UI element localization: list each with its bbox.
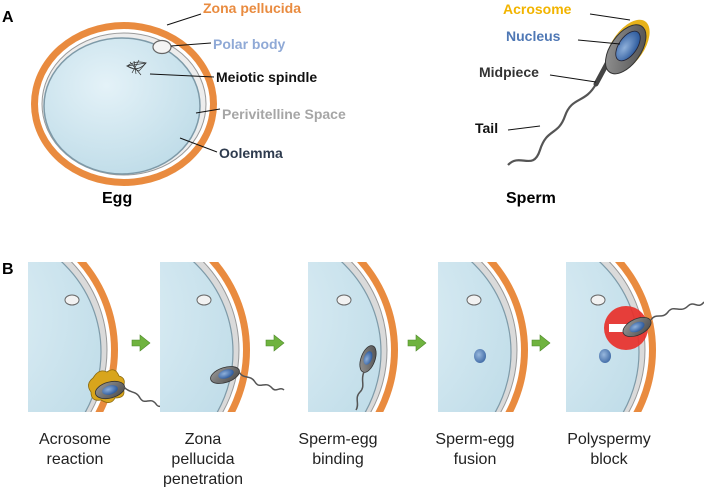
label-midpiece: Midpiece — [479, 64, 539, 80]
label-nucleus: Nucleus — [506, 28, 561, 44]
step-acrosome-reaction — [28, 262, 167, 412]
sperm-nucleus-in-egg — [474, 349, 486, 363]
step-polyspermy-block — [566, 262, 704, 412]
label-meiotic-spindle: Meiotic spindle — [216, 69, 317, 85]
caption-step-2-line-3: penetration — [163, 471, 243, 487]
sperm-nucleus — [615, 30, 641, 62]
polar-body — [196, 294, 212, 306]
step-sperm-egg-fusion — [438, 262, 528, 412]
step-arrow — [265, 334, 285, 352]
label-tail: Tail — [475, 120, 498, 136]
caption-step-1-line-2: reaction — [47, 451, 104, 468]
sperm-nucleus-in-egg — [599, 349, 611, 363]
step-arrow — [531, 334, 551, 352]
caption-step-2-line-1: Zona — [185, 431, 222, 448]
polar-body — [336, 294, 352, 306]
step-sperm-egg-binding — [308, 262, 398, 412]
label-oolemma: Oolemma — [219, 145, 283, 161]
egg-leader-lines — [149, 13, 221, 153]
caption-step-5-line-1: Polyspermy — [567, 431, 651, 448]
step-arrow — [131, 334, 151, 352]
label-zona-pellucida: Zona pellucida — [203, 0, 301, 16]
step-zona-penetration — [160, 262, 285, 412]
caption-step-4-line-2: fusion — [454, 451, 497, 468]
label-polar-body: Polar body — [213, 36, 286, 52]
caption-step-3-line-1: Sperm-egg — [298, 431, 377, 448]
step-arrow — [407, 334, 427, 352]
panel-a-letter: A — [2, 9, 14, 26]
step-captions: Acrosome reaction Zona pellucida penetra… — [39, 431, 651, 487]
panel-b-letter: B — [2, 261, 14, 278]
egg-cell — [31, 22, 217, 186]
label-acrosome: Acrosome — [503, 1, 572, 17]
polar-body — [466, 294, 482, 306]
sperm-caption: Sperm — [506, 190, 556, 207]
sperm-cell — [507, 19, 650, 166]
polar-body — [64, 294, 80, 306]
polar-body — [152, 39, 172, 55]
caption-step-4-line-1: Sperm-egg — [435, 431, 514, 448]
caption-step-2-line-2: pellucida — [171, 451, 234, 468]
egg-caption: Egg — [102, 190, 132, 207]
caption-step-5-line-2: block — [590, 451, 628, 468]
caption-step-3-line-2: binding — [312, 451, 364, 468]
label-perivitelline-space: Perivitelline Space — [222, 106, 346, 122]
oolemma — [43, 37, 201, 175]
polar-body — [590, 294, 606, 306]
caption-step-1-line-1: Acrosome — [39, 431, 111, 448]
meiotic-spindle — [125, 59, 147, 76]
step-arrows — [131, 334, 551, 352]
sperm-tail — [507, 83, 597, 166]
sperm-leader-lines — [507, 13, 631, 131]
